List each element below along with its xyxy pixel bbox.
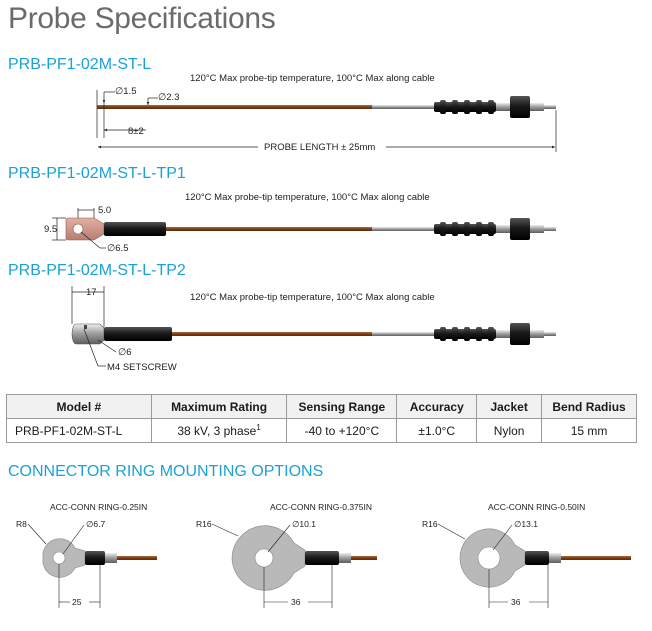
probe-2-model-heading: PRB-PF1-02M-ST-L-TP1 bbox=[8, 165, 186, 182]
col-bend-radius: Bend Radius bbox=[541, 394, 637, 419]
probe-1-cable-diameter: ∅2.3 bbox=[158, 92, 179, 103]
probe-3-setscrew-label: M4 SETSCREW bbox=[107, 362, 177, 373]
probe-2-st-connector bbox=[496, 218, 556, 240]
probe-3-sleeve bbox=[104, 327, 172, 341]
probe-2-temperature-note: 120°C Max probe-tip temperature, 100°C M… bbox=[185, 192, 430, 203]
connector-rings-drawing: ACC-CONN RING-0.25IN R8 ∅6.7 25 ACC-CONN… bbox=[0, 494, 652, 624]
ring-3-drawing: ACC-CONN RING-0.50IN R16 ∅13.1 36 bbox=[422, 502, 631, 608]
col-maximum-rating: Maximum Rating bbox=[150, 394, 288, 419]
probe-1-strain-relief bbox=[434, 100, 496, 114]
probe-3-drawing: 120°C Max probe-tip temperature, 100°C M… bbox=[0, 280, 652, 380]
ring-1-drawing: ACC-CONN RING-0.25IN R8 ∅6.7 25 bbox=[16, 502, 157, 608]
spec-table: Model # Maximum Rating Sensing Range Acc… bbox=[6, 394, 637, 443]
probe-3-length-dimension: 17 bbox=[86, 287, 97, 298]
probe-3-model-heading: PRB-PF1-02M-ST-L-TP2 bbox=[8, 262, 186, 279]
ring-3-length: 36 bbox=[511, 597, 521, 607]
probe-3-setscrew-tip bbox=[71, 323, 105, 345]
probe-3-cable bbox=[172, 332, 372, 336]
ring-3-name: ACC-CONN RING-0.50IN bbox=[488, 502, 585, 512]
probe-2-hole-dimension: ∅6.5 bbox=[107, 243, 128, 254]
probe-2-drawing: 120°C Max probe-tip temperature, 100°C M… bbox=[0, 182, 652, 262]
cell-jacket: Nylon bbox=[476, 418, 543, 443]
probe-2-cable bbox=[166, 227, 372, 231]
page-title: Probe Specifications bbox=[8, 2, 276, 35]
ring-1-length: 25 bbox=[72, 597, 82, 607]
connector-heading: CONNECTOR RING MOUNTING OPTIONS bbox=[8, 463, 324, 480]
ring-2-radius: R16 bbox=[196, 519, 212, 529]
cell-sensing-range: -40 to +120°C bbox=[286, 418, 398, 443]
probe-3-temperature-note: 120°C Max probe-tip temperature, 100°C M… bbox=[190, 292, 435, 303]
probe-1-length-dimension: PROBE LENGTH ± 25mm bbox=[264, 142, 375, 153]
probe-2-height-dimension: 9.5 bbox=[44, 224, 57, 235]
probe-2-sleeve bbox=[104, 222, 166, 236]
cell-model: PRB-PF1-02M-ST-L bbox=[6, 418, 152, 443]
probe-3-st-connector bbox=[496, 323, 556, 345]
probe-1-temperature-note: 120°C Max probe-tip temperature, 100°C M… bbox=[190, 73, 435, 84]
footnote-marker: 1 bbox=[256, 423, 261, 432]
probe-2-strain-relief bbox=[434, 222, 496, 236]
ring-2-name: ACC-CONN RING-0.375IN bbox=[270, 502, 372, 512]
ring-3-radius: R16 bbox=[422, 519, 438, 529]
ring-2-hole: ∅10.1 bbox=[292, 519, 316, 529]
ring-2-length: 36 bbox=[291, 597, 301, 607]
ring-2-drawing: ACC-CONN RING-0.375IN R16 ∅10.1 36 bbox=[196, 502, 377, 608]
col-model: Model # bbox=[6, 394, 152, 419]
probe-3-diameter-dimension: ∅6 bbox=[118, 347, 132, 358]
probe-1-cable bbox=[97, 105, 372, 109]
cell-maximum-rating: 38 kV, 3 phase1 bbox=[150, 418, 288, 443]
probe-1-st-connector bbox=[496, 96, 556, 118]
probe-1-drawing: 120°C Max probe-tip temperature, 100°C M… bbox=[0, 70, 652, 160]
probe-1-sleeve bbox=[372, 105, 434, 109]
probe-2-ring-lug bbox=[65, 217, 105, 241]
probe-2-width-dimension: 5.0 bbox=[98, 205, 111, 216]
ring-1-hole: ∅6.7 bbox=[86, 519, 105, 529]
ring-1-name: ACC-CONN RING-0.25IN bbox=[50, 502, 147, 512]
probe-1-tip-diameter: ∅1.5 bbox=[115, 86, 136, 97]
probe-1-model-heading: PRB-PF1-02M-ST-L bbox=[8, 56, 152, 73]
col-jacket: Jacket bbox=[476, 394, 543, 419]
probe-3-strain-relief bbox=[434, 327, 496, 341]
ring-3-hole: ∅13.1 bbox=[514, 519, 538, 529]
cell-accuracy: ±1.0°C bbox=[396, 418, 478, 443]
ring-1-radius: R8 bbox=[16, 519, 27, 529]
probe-1-offset-dimension: 8±2 bbox=[128, 126, 144, 137]
col-accuracy: Accuracy bbox=[396, 394, 478, 419]
table-row: PRB-PF1-02M-ST-L 38 kV, 3 phase1 -40 to … bbox=[6, 418, 637, 443]
spec-table-header-row: Model # Maximum Rating Sensing Range Acc… bbox=[6, 394, 637, 419]
cell-bend-radius: 15 mm bbox=[541, 418, 637, 443]
col-sensing-range: Sensing Range bbox=[286, 394, 398, 419]
